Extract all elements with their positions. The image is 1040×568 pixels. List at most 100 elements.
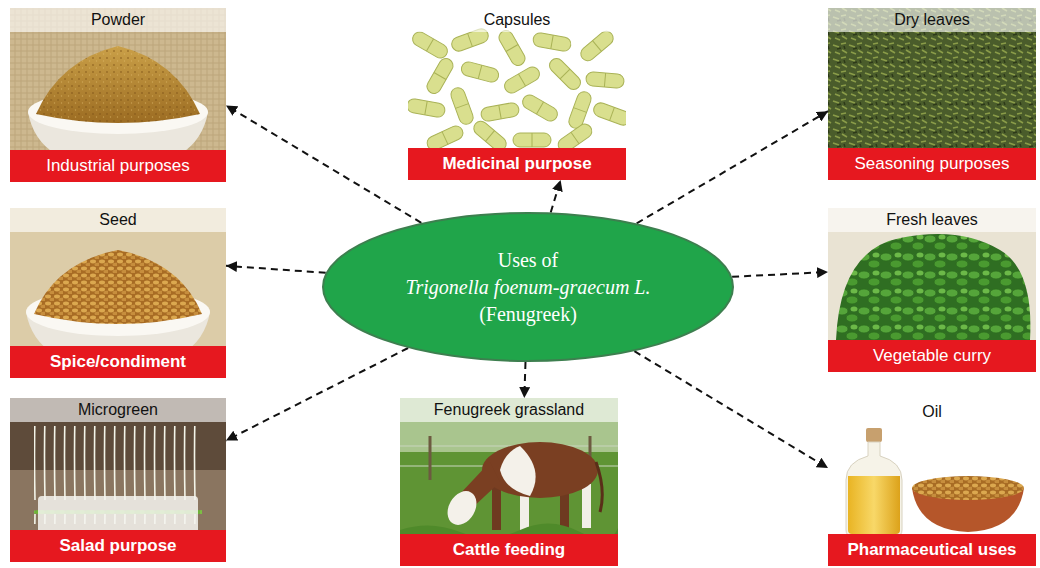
capsule xyxy=(592,101,626,127)
purpose-label: Seasoning purposes xyxy=(854,148,1009,180)
cow-leg xyxy=(492,486,501,530)
bowl-seeds xyxy=(912,476,1024,500)
cow-leg xyxy=(582,484,591,528)
part-label-band: Dry leaves xyxy=(828,8,1036,32)
fresh-leaves-ground xyxy=(828,208,1036,372)
oil-picture xyxy=(828,400,1036,566)
use-card: PowderIndustrial purposes xyxy=(10,8,226,182)
part-label: Dry leaves xyxy=(894,8,970,32)
dashed-arrow xyxy=(551,180,561,213)
species-name: Trigonella foenum-graecum L. xyxy=(406,274,651,301)
fresh-leaves-picture xyxy=(828,208,1036,372)
part-label-band: Microgreen xyxy=(10,398,226,422)
part-label: Microgreen xyxy=(78,398,158,422)
capsule xyxy=(496,28,527,68)
use-card: Fenugreek grasslandCattle feeding xyxy=(400,398,618,566)
purpose-band: Pharmaceutical uses xyxy=(828,534,1036,566)
part-label-band: Powder xyxy=(10,8,226,32)
seed-ground xyxy=(10,208,226,378)
capsule xyxy=(480,102,520,122)
purpose-band: Medicinal purpose xyxy=(408,148,626,180)
part-label-band: Fresh leaves xyxy=(828,208,1036,232)
cow-patch xyxy=(500,446,536,496)
purpose-band: Salad purpose xyxy=(10,530,226,562)
cow-tail xyxy=(596,462,602,512)
use-card: Fresh leavesVegetable curry xyxy=(828,208,1036,372)
cow-body xyxy=(482,442,598,498)
oil-ground xyxy=(828,400,1036,566)
part-label-band: Capsules xyxy=(408,8,626,32)
purpose-band: Spice/condiment xyxy=(10,346,226,378)
capsules-ground xyxy=(408,8,626,180)
part-label: Powder xyxy=(91,8,145,32)
capsules-picture xyxy=(408,8,626,180)
purpose-band: Vegetable curry xyxy=(828,340,1036,372)
purpose-band: Seasoning purposes xyxy=(828,148,1036,180)
dashed-arrow xyxy=(226,348,408,441)
capsule xyxy=(532,32,572,52)
capsule xyxy=(513,133,551,147)
seed-heap xyxy=(34,250,202,324)
dry-leaves-texture xyxy=(828,8,1036,180)
burlap-texture xyxy=(10,8,226,182)
part-label-band: Fenugreek grassland xyxy=(400,398,618,422)
dry-leaves-picture xyxy=(828,8,1036,180)
capsule xyxy=(547,56,584,93)
ellipse-text: Uses ofTrigonella foenum-graecum L.(Fenu… xyxy=(322,212,734,362)
capsule xyxy=(502,64,542,95)
capsule xyxy=(585,71,624,88)
purpose-band: Industrial purposes xyxy=(10,150,226,182)
bottle-oil xyxy=(848,476,900,534)
microgreen-picture xyxy=(10,398,226,562)
part-label: Fresh leaves xyxy=(886,208,978,232)
cow-head xyxy=(442,486,483,530)
part-label-band: Seed xyxy=(10,208,226,232)
bottle-glass xyxy=(846,442,902,536)
leaf-bunch xyxy=(836,234,1030,340)
part-label: Seed xyxy=(99,208,136,232)
ellipse-shape xyxy=(323,213,733,361)
purpose-label: Vegetable curry xyxy=(873,340,991,372)
center-heading: Uses of xyxy=(498,247,559,274)
dashed-arrow xyxy=(226,105,421,222)
center-heading: (Fenugreek) xyxy=(479,301,577,328)
part-label-band: Oil xyxy=(828,400,1036,424)
part-label: Capsules xyxy=(484,8,551,32)
part-label: Oil xyxy=(922,400,942,424)
capsule xyxy=(410,29,450,60)
capsule xyxy=(460,60,500,83)
powder-mound xyxy=(36,46,200,123)
dashed-arrow xyxy=(226,266,326,273)
capsule xyxy=(449,86,475,126)
wood-ground xyxy=(10,398,226,562)
dashed-arrow xyxy=(634,351,828,468)
use-card: Dry leavesSeasoning purposes xyxy=(828,8,1036,180)
powder-picture xyxy=(10,8,226,182)
purpose-label: Cattle feeding xyxy=(453,534,565,566)
capsule xyxy=(578,28,616,63)
capsule xyxy=(520,92,560,123)
dashed-arrow xyxy=(637,111,828,223)
grass-front xyxy=(400,523,618,566)
burlap-ground xyxy=(10,8,226,182)
capsule xyxy=(408,98,446,118)
use-card: OilPharmaceutical uses xyxy=(828,400,1036,566)
purpose-label: Salad purpose xyxy=(59,530,176,562)
purpose-label: Pharmaceutical uses xyxy=(847,534,1016,566)
capsule xyxy=(567,90,593,130)
capsule xyxy=(424,56,455,96)
part-label: Fenugreek grassland xyxy=(434,398,584,422)
purpose-label: Medicinal purpose xyxy=(442,148,591,180)
sky-ground xyxy=(400,398,618,566)
dashed-arrow xyxy=(524,362,525,398)
use-card: CapsulesMedicinal purpose xyxy=(408,8,626,180)
dashed-arrow xyxy=(732,272,828,277)
center-ellipse: Uses ofTrigonella foenum-graecum L.(Fenu… xyxy=(322,212,734,362)
purpose-band: Cattle feeding xyxy=(400,534,618,566)
purpose-label: Industrial purposes xyxy=(46,150,190,182)
bottle-cork xyxy=(866,428,882,442)
use-card: MicrogreenSalad purpose xyxy=(10,398,226,562)
purpose-label: Spice/condiment xyxy=(50,346,186,378)
grassland-picture xyxy=(400,398,618,566)
